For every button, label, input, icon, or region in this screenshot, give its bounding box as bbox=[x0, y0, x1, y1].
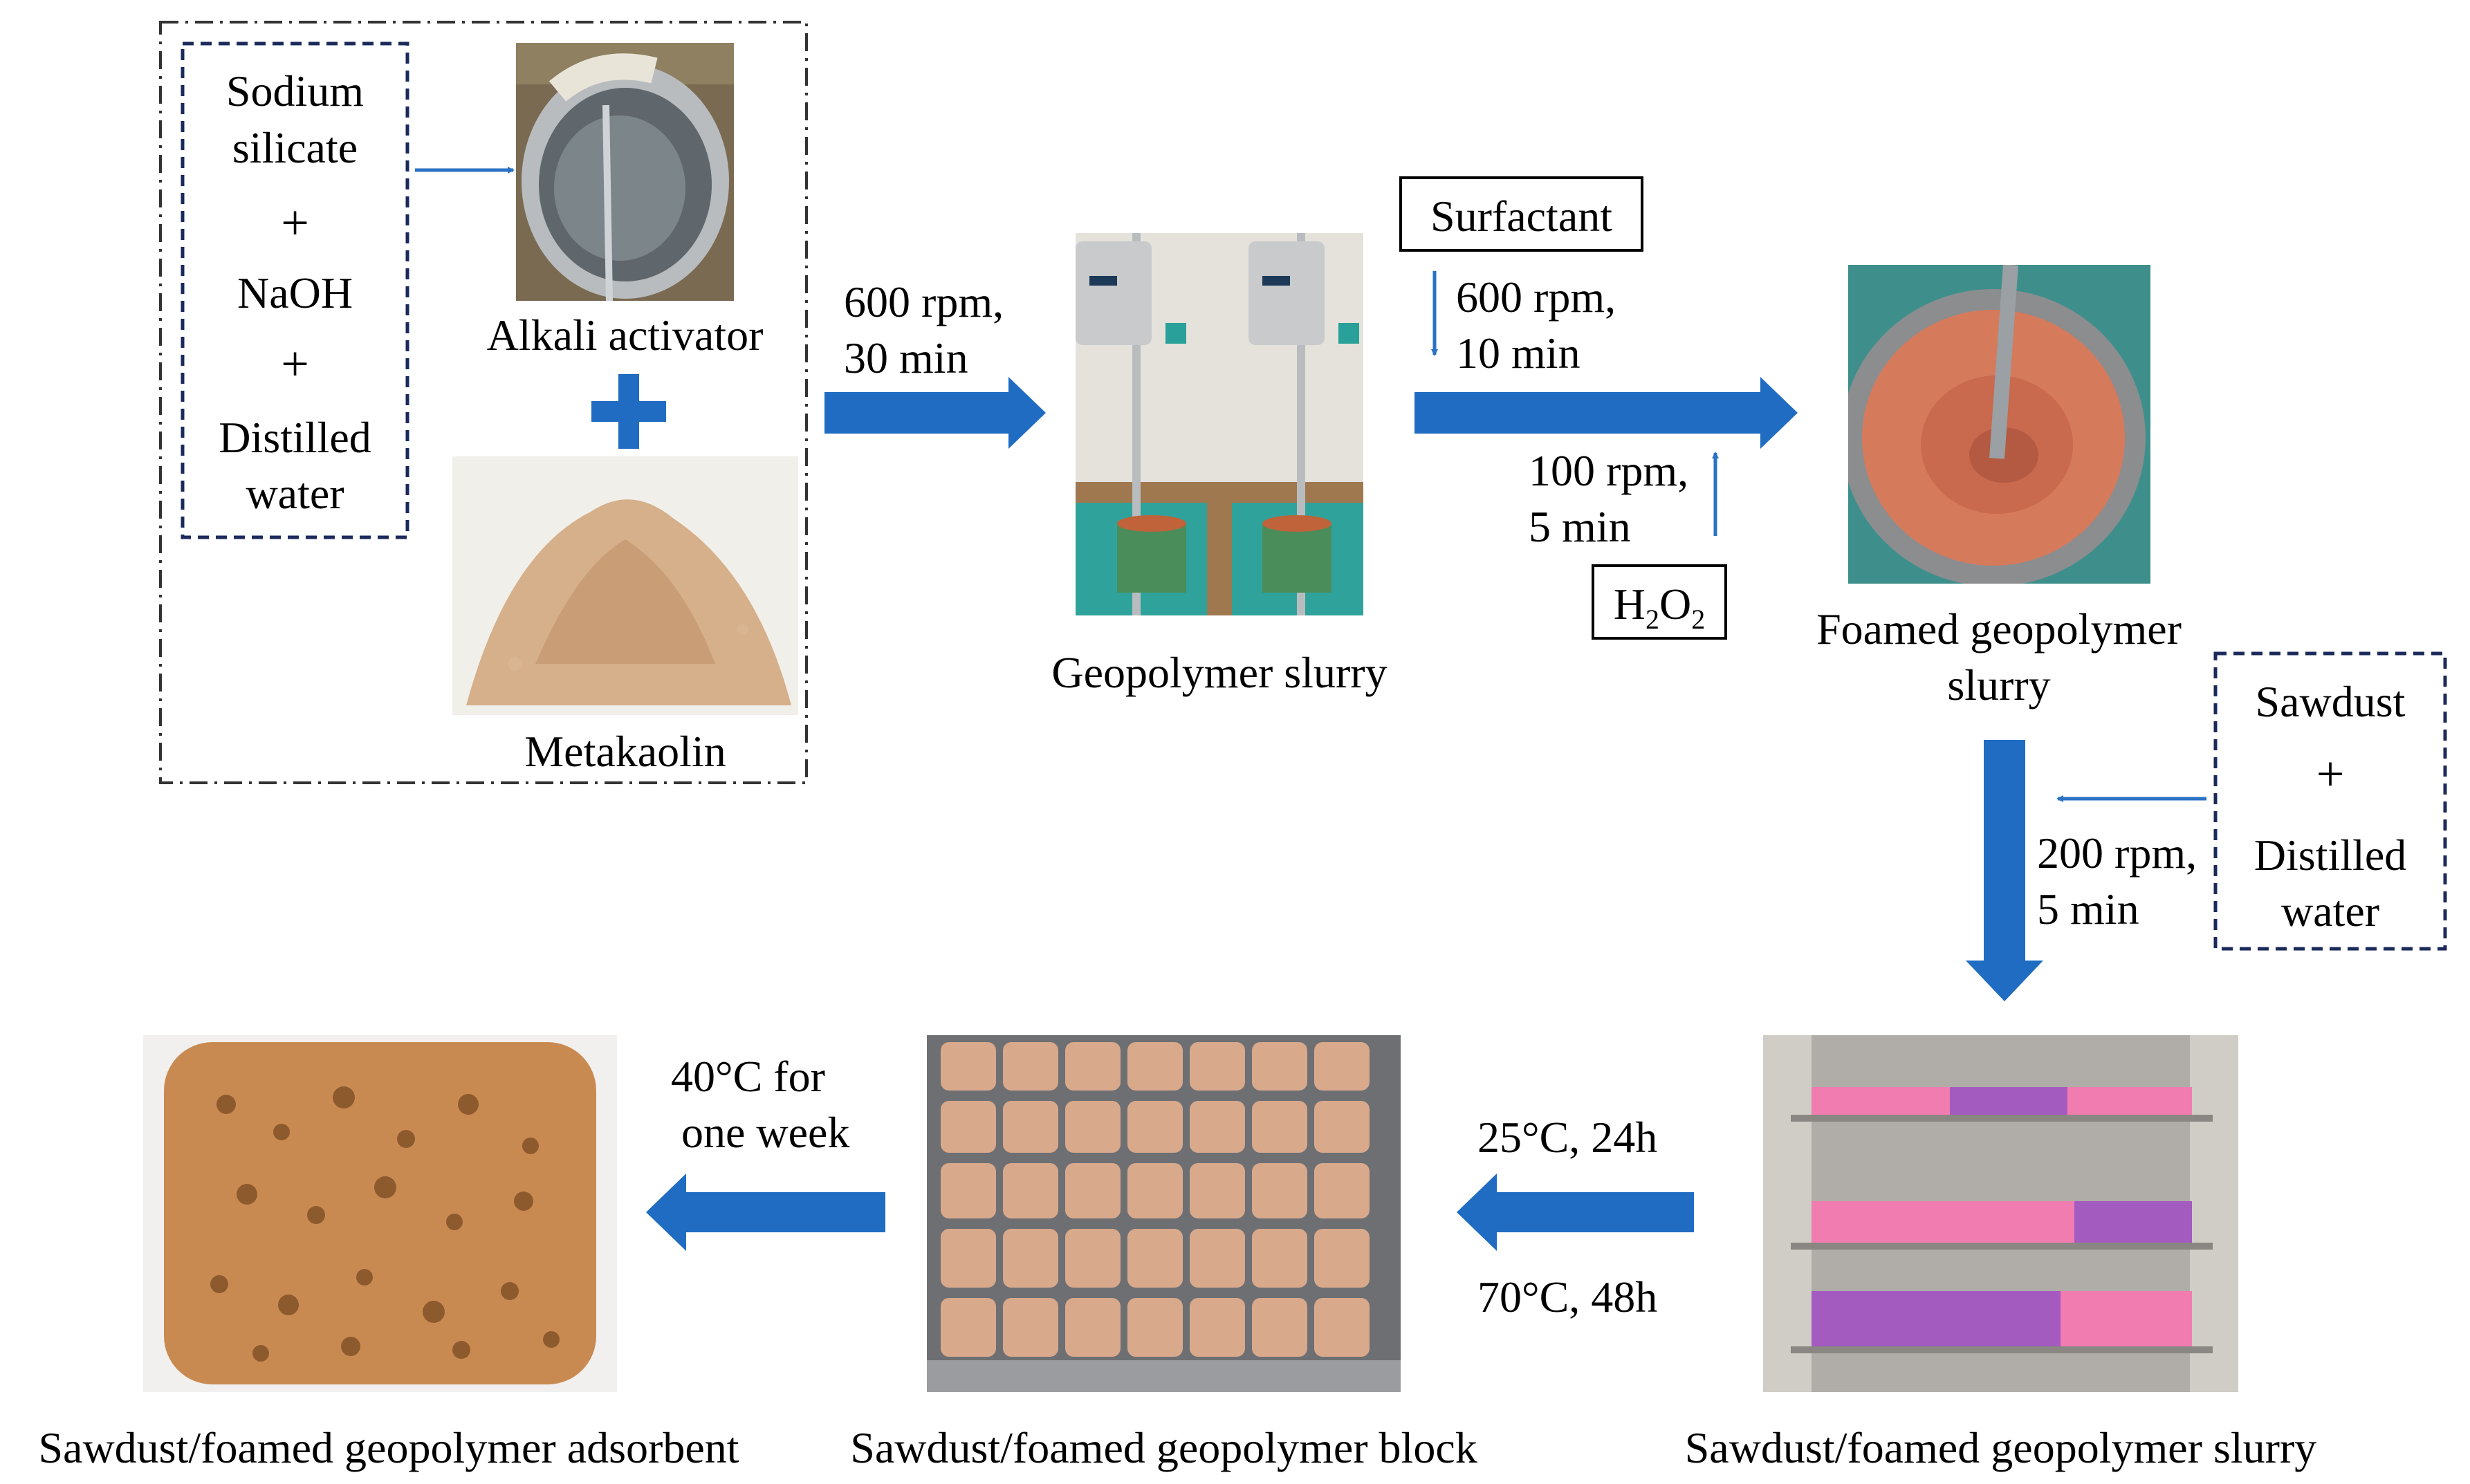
ingredient-distilled: Distilled bbox=[219, 413, 371, 462]
arrow-drying bbox=[646, 1174, 885, 1251]
mix4-speed: 200 rpm, bbox=[2037, 828, 2197, 878]
activator-ingredients-box bbox=[181, 41, 409, 539]
plus-icon bbox=[591, 374, 666, 449]
h2o2-label: H2O2 bbox=[1613, 579, 1706, 635]
dry-step-line2: one week bbox=[681, 1108, 850, 1157]
sawdust-slurry-photo bbox=[1763, 1035, 2238, 1392]
adsorbent-label: Sawdust/foamed geopolymer adsorbent bbox=[38, 1423, 739, 1472]
arrow-mix-2 bbox=[1414, 377, 1798, 449]
ingredient-sawdust: Sawdust bbox=[2255, 677, 2406, 726]
mix4-time: 5 min bbox=[2037, 884, 2139, 934]
plus-sign-3: + bbox=[2316, 746, 2345, 801]
ingredient-distilled-2: Distilled bbox=[2254, 831, 2407, 880]
cure-step-2: 70°C, 48h bbox=[1477, 1272, 1658, 1321]
metakaolin-photo bbox=[452, 456, 798, 715]
mix2-time: 10 min bbox=[1456, 328, 1580, 378]
geopolymer-block-label: Sawdust/foamed geopolymer block bbox=[850, 1423, 1477, 1472]
sawdust-slurry-label: Sawdust/foamed geopolymer slurry bbox=[1684, 1423, 2317, 1472]
raw-materials-frame bbox=[159, 21, 808, 784]
ingredient-water: water bbox=[246, 469, 344, 518]
sawdust-ingredients-box bbox=[2213, 651, 2447, 951]
arrow-mix-1 bbox=[824, 377, 1046, 449]
dry-step-line1: 40°C for bbox=[671, 1052, 825, 1101]
ingredient-water-2: water bbox=[2280, 887, 2380, 936]
arrow-mix-sawdust bbox=[1966, 740, 2043, 1001]
surfactant-box bbox=[1399, 176, 1643, 252]
mix3-time: 5 min bbox=[1529, 502, 1631, 551]
plus-sign-2: + bbox=[281, 336, 309, 391]
plus-sign-1: + bbox=[281, 195, 309, 250]
mix3-speed: 100 rpm, bbox=[1529, 446, 1689, 495]
metakaolin-label: Metakaolin bbox=[524, 727, 726, 776]
cure-step-1: 25°C, 24h bbox=[1477, 1113, 1658, 1162]
mix2-speed: 600 rpm, bbox=[1456, 272, 1616, 322]
ingredient-sodium: Sodium bbox=[225, 66, 365, 115]
geopolymer-slurry-label: Geopolymer slurry bbox=[1051, 648, 1388, 697]
alkali-activator-photo bbox=[516, 43, 734, 301]
arrow-curing bbox=[1457, 1174, 1694, 1251]
mix1-speed: 600 rpm, bbox=[844, 277, 1004, 326]
geopolymer-slurry-photo bbox=[1076, 233, 1363, 615]
foamed-slurry-photo bbox=[1848, 265, 2150, 584]
foamed-slurry-label-line2: slurry bbox=[1947, 660, 2051, 709]
ingredient-naoh: NaOH bbox=[237, 268, 353, 317]
mix1-time: 30 min bbox=[844, 333, 968, 382]
ingredient-silicate: silicate bbox=[232, 123, 358, 172]
alkali-activator-label: Alkali activator bbox=[486, 310, 764, 360]
surfactant-label: Surfactant bbox=[1430, 192, 1612, 241]
foamed-slurry-label-line1: Foamed geopolymer bbox=[1816, 604, 2182, 653]
adsorbent-photo bbox=[143, 1035, 617, 1392]
geopolymer-block-photo bbox=[927, 1035, 1401, 1392]
h2o2-box bbox=[1592, 564, 1727, 640]
